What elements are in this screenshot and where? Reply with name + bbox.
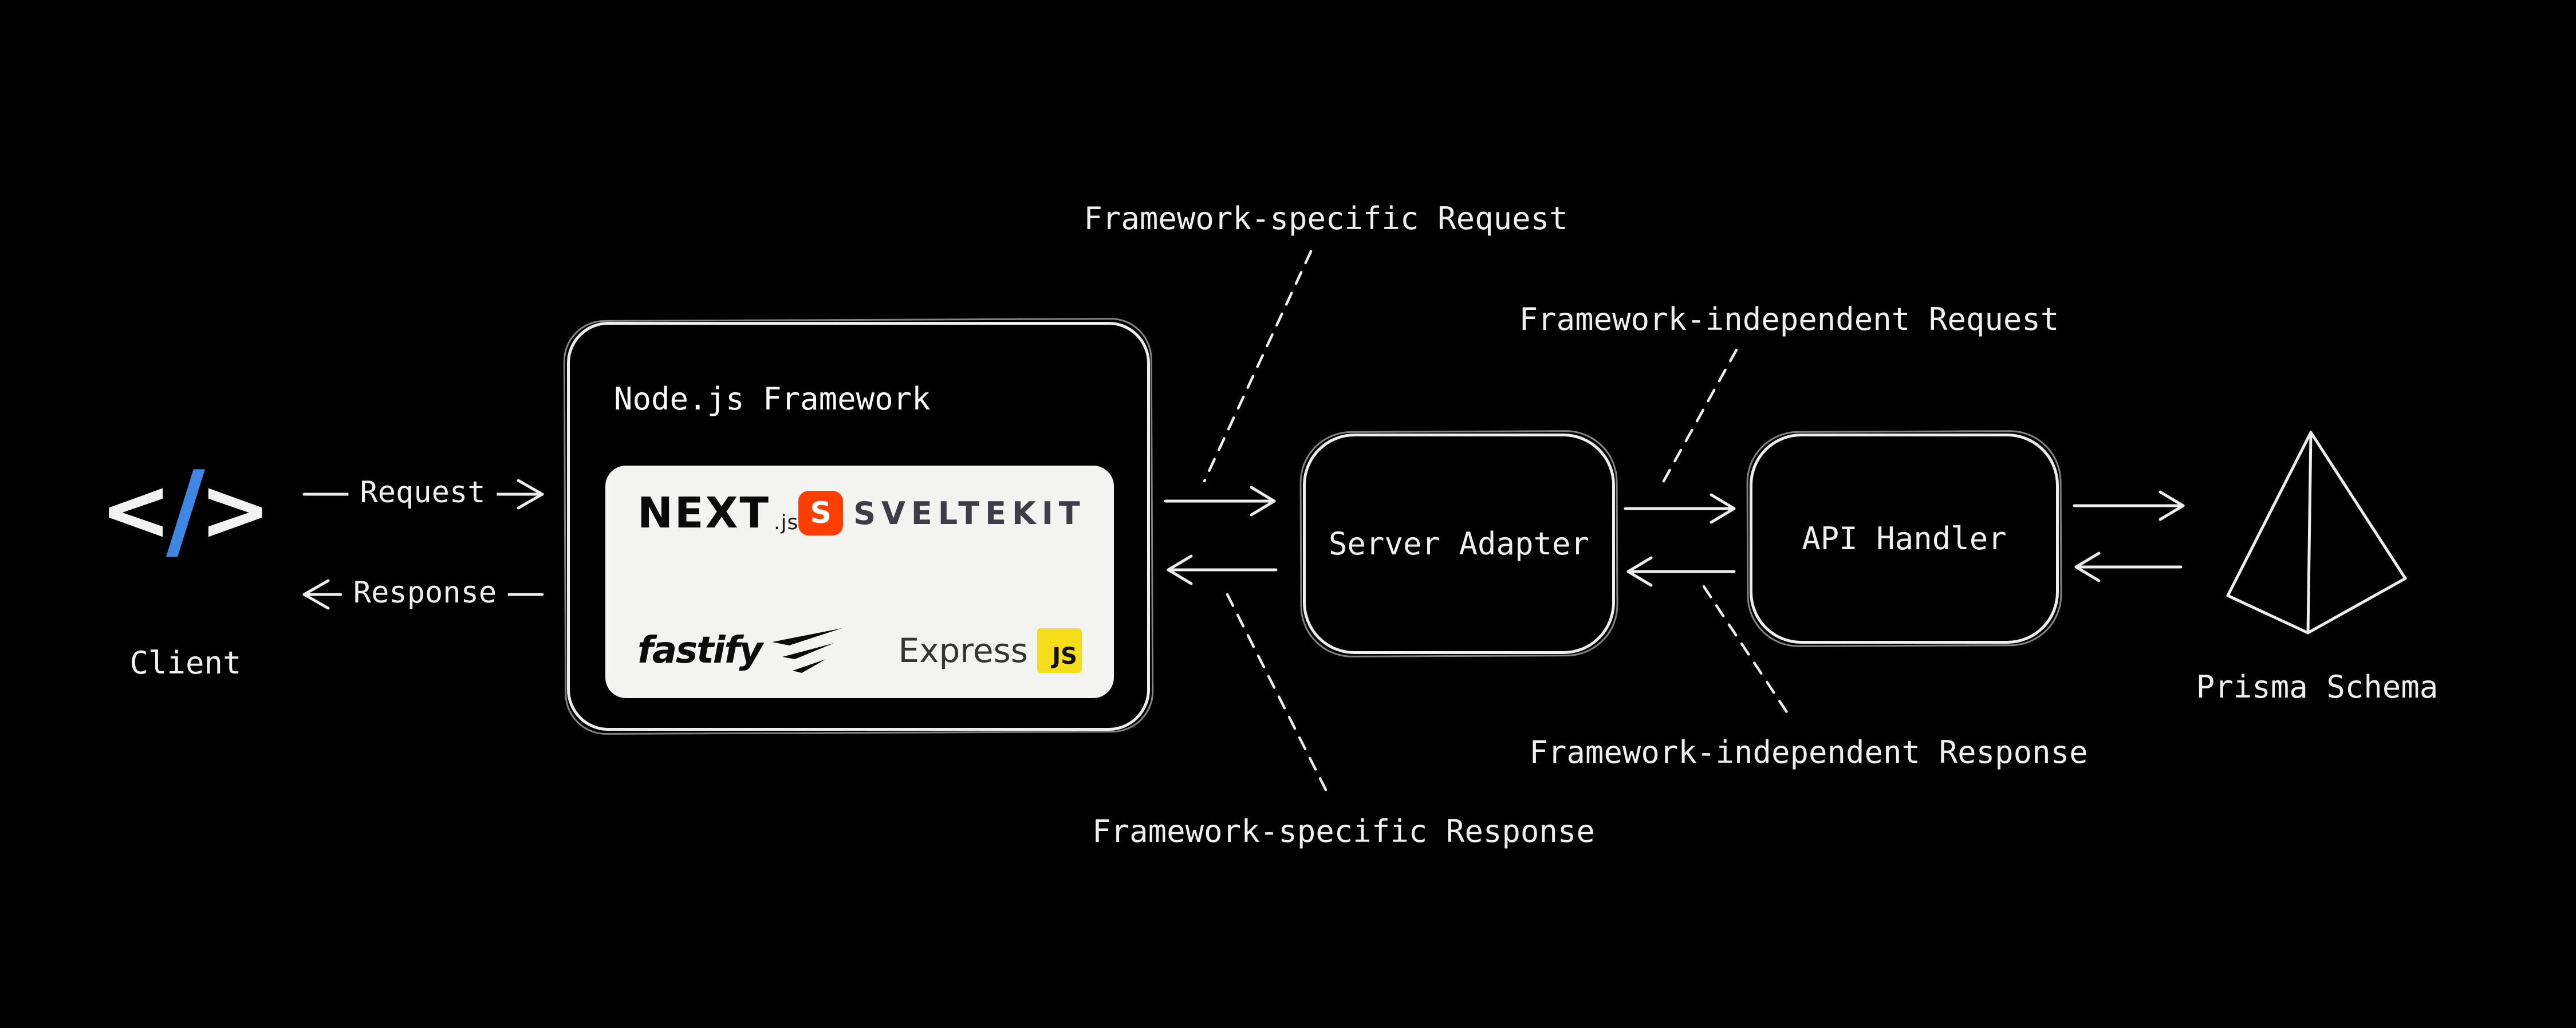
handler-to-adapter-arrow (1626, 556, 1736, 587)
logo-row-bottom: fastify Express JS (637, 626, 1082, 675)
api-handler-label: API Handler (1802, 521, 2007, 557)
nextjs-logo-suffix: .js (774, 511, 799, 534)
framework-box-title: Node.js Framework (614, 381, 931, 417)
fastify-logo: fastify (637, 626, 844, 675)
svelte-badge-icon: S (798, 491, 844, 535)
framework-independent-request-label: Framework-independent Request (1519, 301, 2059, 337)
framework-independent-response-label: Framework-independent Response (1529, 734, 2088, 770)
framework-specific-response-label: Framework-specific Response (1092, 813, 1595, 849)
prisma-logo (2226, 431, 2407, 635)
logo-row-top: NEXT .js S SVELTEKIT (637, 489, 1082, 538)
express-logo: Express JS (899, 628, 1082, 673)
adapter-to-handler-arrow (1624, 493, 1736, 524)
nodejs-framework-box: Node.js Framework NEXT .js S SVELTEKIT f… (567, 322, 1150, 731)
fastify-speed-lines-icon (772, 628, 842, 673)
nextjs-logo-word: NEXT (637, 489, 771, 538)
express-js-badge: JS (1037, 628, 1082, 673)
nextjs-logo: NEXT .js (637, 489, 798, 538)
prisma-to-handler-arrow (2074, 552, 2183, 582)
server-adapter-box: Server Adapter (1303, 434, 1615, 654)
fastify-logo-word: fastify (637, 629, 763, 672)
framework-logos-card: NEXT .js S SVELTEKIT fastify (605, 466, 1114, 698)
framework-specific-request-label: Framework-specific Request (1084, 200, 1568, 237)
client-label: Client (129, 645, 242, 681)
client-icon-slash: / (166, 448, 205, 572)
framework-to-adapter-arrow (1164, 486, 1276, 517)
express-logo-word: Express (898, 631, 1028, 670)
api-handler-box: API Handler (1750, 434, 2059, 644)
dashed-line-framework-independent-request (1659, 348, 1738, 488)
adapter-to-framework-arrow (1167, 554, 1278, 585)
dashed-line-framework-specific-request (1203, 250, 1313, 483)
client-icon-left-bracket: < (100, 460, 172, 561)
prisma-schema-label: Prisma Schema (2196, 669, 2439, 705)
handler-to-prisma-arrow (2073, 490, 2185, 521)
client-icon-right-bracket: > (199, 460, 271, 561)
response-arrow-label: Response (341, 576, 509, 610)
server-adapter-label: Server Adapter (1328, 526, 1590, 562)
request-arrow-label: Request (348, 475, 497, 510)
sveltekit-logo: S SVELTEKIT (798, 491, 1086, 535)
client-icon: < / > (100, 448, 271, 572)
sveltekit-logo-word: SVELTEKIT (853, 495, 1086, 531)
